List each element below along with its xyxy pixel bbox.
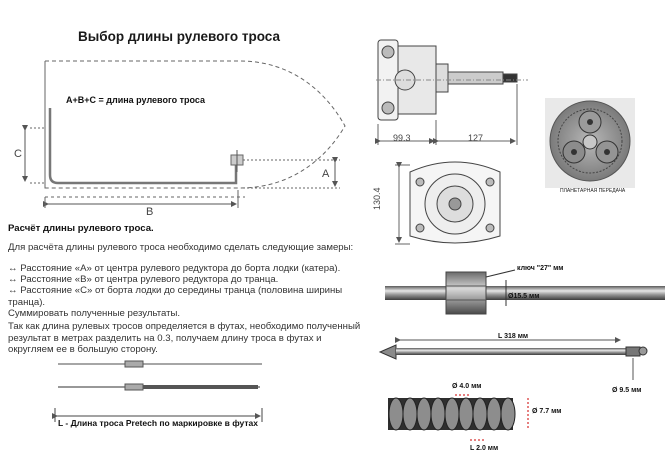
calc-intro: Для расчёта длины рулевого троса необход… (8, 242, 354, 253)
spec-diam1-value: 15.5 мм (513, 293, 540, 300)
spec-wire-value: 4.0 мм (459, 383, 482, 390)
spec-wire: Ø 4.0 мм (452, 383, 482, 390)
boat-diagram (22, 60, 346, 208)
spec-length-value: 318 мм (504, 333, 529, 340)
spec-pitch-value: 2.0 мм (476, 445, 499, 452)
label-c: C (14, 148, 22, 160)
page-title: Выбор длины рулевого троса (78, 29, 280, 44)
spec-pitch: L 2.0 мм (470, 445, 499, 452)
dim-127: 127 (468, 133, 484, 143)
boat-formula: A+B+C = длина рулевого троса (66, 95, 205, 105)
calc-bullet-a: ↔ Расстояние «А» от центра рулевого реду… (8, 263, 341, 274)
label-b: B (146, 206, 154, 218)
spec-length: L 318 мм (498, 333, 529, 340)
cable-legend: L - Длина троса Pretech по маркировке в … (58, 418, 258, 428)
calc-sum: Суммировать полученные результаты. (8, 308, 181, 319)
calc-note: Так как длина рулевых тросов определяетс… (8, 321, 361, 355)
planetary-caption: ПЛАНЕТАРНАЯ ПЕРЕДАЧА (560, 188, 626, 194)
spec-diam2-value: 9.5 мм (619, 387, 642, 394)
helm-front-view (395, 161, 501, 245)
helm-side-view (375, 39, 528, 145)
cable-spiral-photo (388, 394, 529, 441)
cable-rod-photo (385, 269, 665, 315)
spec-diam2: Ø 9.5 мм (612, 387, 642, 394)
calc-bullet-b: ↔ Расстояние «В» от центра рулевого реду… (8, 274, 279, 285)
calc-bullet-c: ↔ Расстояние «С» от борта лодки до серед… (8, 285, 343, 308)
spec-diam1: Ø15.5 мм (508, 293, 540, 300)
cable-illustrations (52, 360, 263, 422)
cable-end-rod (378, 337, 648, 380)
label-a: A (322, 168, 330, 180)
dim-130-4: 130.4 (372, 187, 382, 210)
spec-outer: Ø 7.7 мм (532, 408, 562, 415)
planetary-gear-photo (545, 98, 635, 188)
calc-heading: Расчёт длины рулевого троса. (8, 223, 154, 234)
spec-key: ключ "27" мм (517, 265, 564, 272)
dim-99-3: 99.3 (393, 133, 411, 143)
spec-outer-value: 7.7 мм (539, 408, 562, 415)
